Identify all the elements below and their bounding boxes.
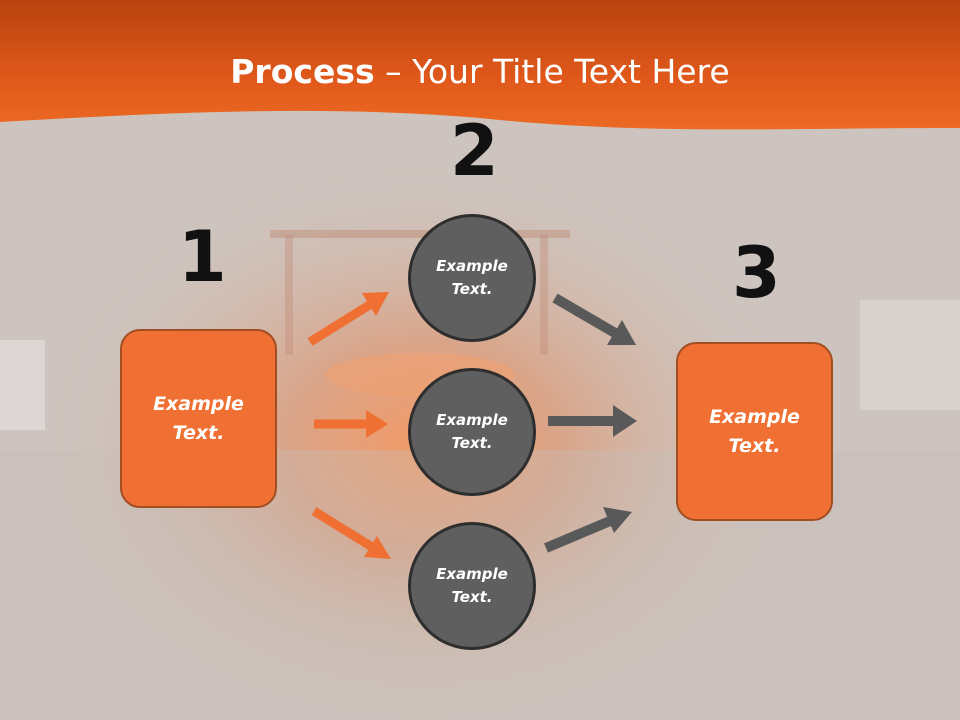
circle-2-text-line2: Text. (451, 434, 493, 452)
circle-1-text-line1: Example (436, 257, 508, 275)
step-number-3: 3 (732, 232, 781, 314)
arrow-1-to-circle-1 (307, 292, 389, 346)
step-number-1: 1 (178, 216, 227, 298)
arrow-1-to-circle-3 (311, 507, 391, 559)
arrow-circle-2-to-3 (548, 405, 637, 437)
step-2-circle-middle: Example Text. (408, 368, 536, 496)
step-2-circle-bottom: Example Text. (408, 522, 536, 650)
circle-3-text-line1: Example (436, 565, 508, 583)
step-3-box: Example Text. (676, 342, 833, 521)
arrow-1-to-circle-2 (314, 410, 388, 438)
step-1-text-line1: Example (153, 392, 244, 415)
step-1-text-line2: Text. (172, 421, 225, 444)
arrow-circle-1-to-3 (552, 293, 636, 345)
step-1-box: Example Text. (120, 329, 277, 508)
title-bold: Process (230, 52, 375, 91)
circle-2-text-line1: Example (436, 411, 508, 429)
circle-1-text-line2: Text. (451, 280, 493, 298)
arrow-circle-3-to-3 (544, 507, 632, 553)
slide-title: Process – Your Title Text Here (0, 52, 960, 91)
step-number-2: 2 (450, 110, 499, 192)
circle-3-text-line2: Text. (451, 588, 493, 606)
step-2-circle-top: Example Text. (408, 214, 536, 342)
title-rest: – Your Title Text Here (374, 52, 730, 91)
step-3-text-line2: Text. (728, 434, 781, 457)
step-3-text-line1: Example (709, 405, 800, 428)
